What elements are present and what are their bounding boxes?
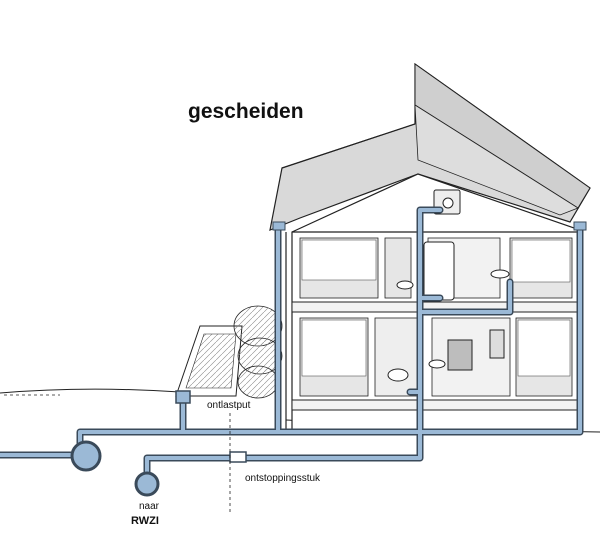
- washing-machine: [447, 339, 473, 371]
- sewer-main-rainwater: [70, 440, 102, 472]
- ontlastput-box: [175, 390, 191, 404]
- garden: [175, 305, 283, 399]
- ontstoppingsstuk-box: [229, 451, 247, 463]
- diagram-title: gescheiden: [188, 100, 304, 123]
- rwzi-label: RWZI: [131, 515, 159, 527]
- roof: [269, 62, 591, 231]
- leader-lines: [4, 394, 231, 512]
- water-heater: [423, 241, 455, 301]
- ontstoppingsstuk-label: ontstoppingsstuk: [244, 473, 322, 485]
- house-structure: [285, 173, 581, 433]
- pipes: [0, 206, 587, 497]
- toilet: [387, 368, 409, 382]
- naar-label: naar: [138, 501, 161, 513]
- ontlastput-label: ontlastput: [206, 400, 252, 412]
- sewer-main-rwzi: [134, 471, 160, 497]
